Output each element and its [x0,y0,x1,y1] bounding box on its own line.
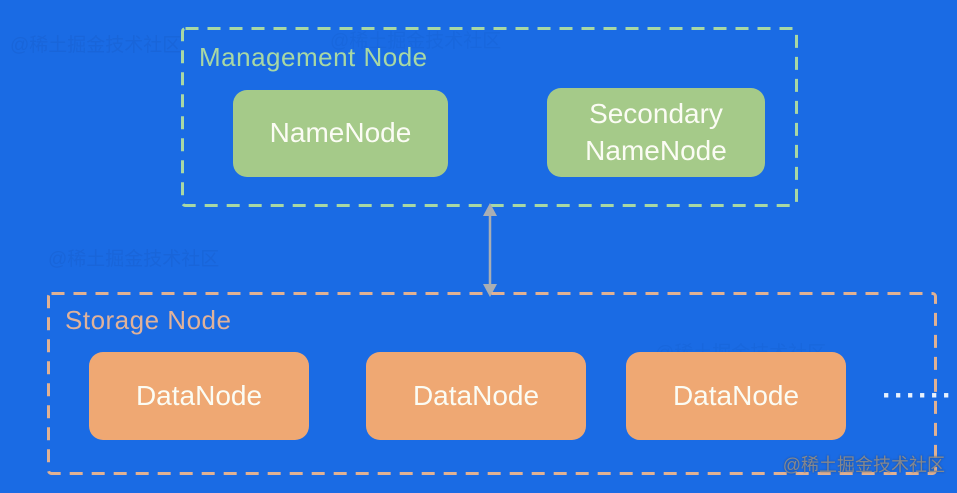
storage-node-group: Storage Node DataNode DataNode DataNode … [47,292,952,475]
datanode-label: DataNode [412,379,540,411]
datanode-box-2: DataNode [366,352,586,440]
management-node-group: Management Node NameNode Secondary NameN… [181,27,798,207]
namenode-label: NameNode [269,117,412,149]
more-datanodes-ellipsis: ······ [882,379,954,412]
secondary-namenode-label: Secondary NameNode [585,97,727,166]
storage-group-label: Storage Node [65,305,232,335]
datanode-label: DataNode [135,379,263,411]
namenode-box: NameNode [233,90,448,177]
management-group-label: Management Node [199,42,428,72]
background-watermark: @稀土掘金技术社区 [48,249,220,270]
juejin-watermark: @稀土掘金技术社区 [782,455,945,475]
datanode-box-3: DataNode [626,352,846,440]
bidirectional-arrow-icon [478,203,502,297]
management-dashed-border [181,27,798,207]
datanode-label: DataNode [672,379,800,411]
datanode-box-1: DataNode [89,352,309,440]
secondary-namenode-box: Secondary NameNode [547,88,765,177]
background-watermark: @稀土掘金技术社区 [10,35,182,56]
storage-dashed-border [47,292,937,475]
